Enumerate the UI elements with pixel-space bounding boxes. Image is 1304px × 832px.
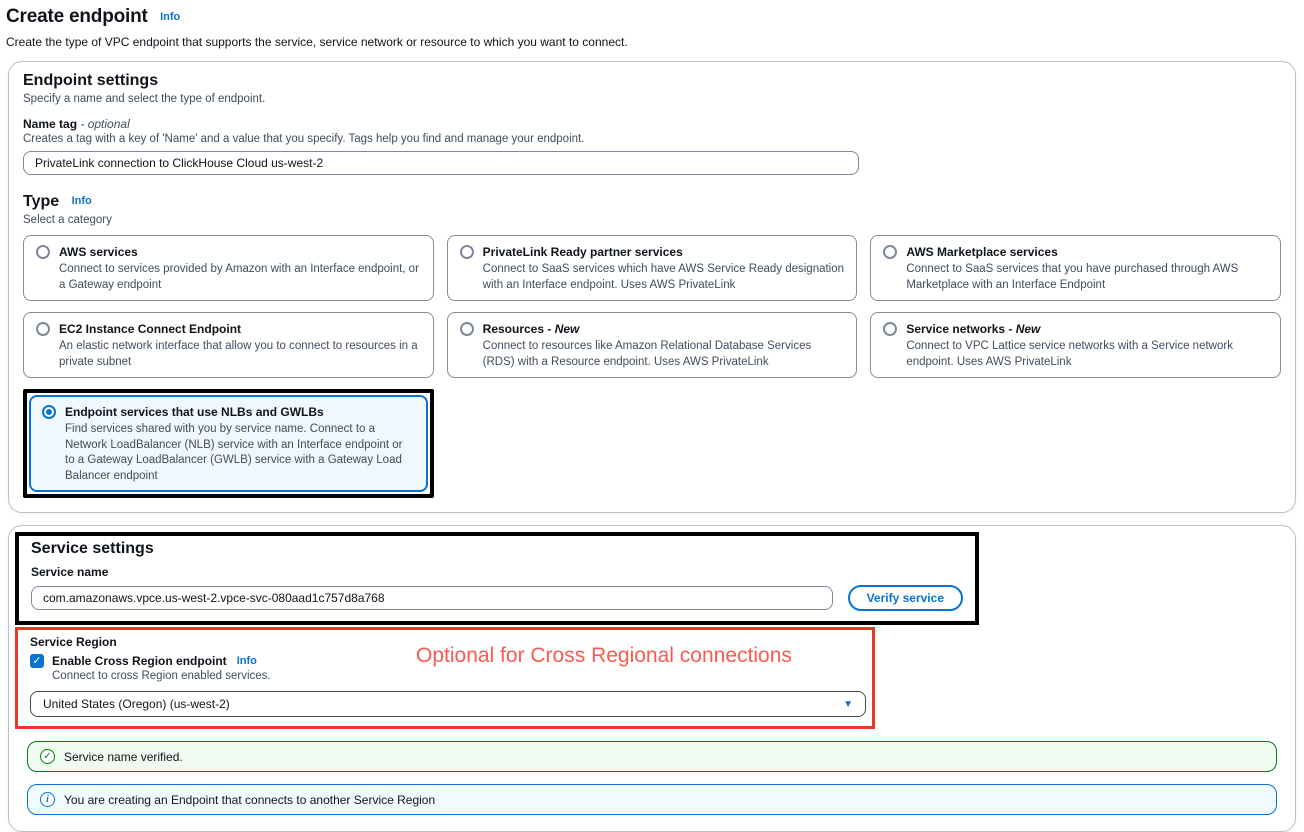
success-check-icon: ✓	[40, 749, 55, 765]
endpoint-settings-panel: Endpoint settings Specify a name and sel…	[8, 61, 1296, 514]
type-option-privatelink-partner[interactable]: PrivateLink Ready partner services Conne…	[446, 235, 858, 302]
cross-region-annotation-note: Optional for Cross Regional connections	[416, 644, 792, 668]
page-title: Create endpoint	[6, 6, 148, 27]
region-select-value: United States (Oregon) (us-west-2)	[43, 697, 230, 712]
service-verified-banner: ✓ Service name verified.	[27, 741, 1277, 773]
name-tag-input[interactable]	[23, 151, 859, 175]
option-title: Endpoint services that use NLBs and GWLB…	[65, 405, 324, 420]
service-settings-heading: Service settings	[31, 540, 154, 558]
type-option-service-networks[interactable]: Service networks - New Connect to VPC La…	[870, 312, 1281, 379]
option-title: AWS Marketplace services	[906, 245, 1058, 259]
option-description: Connect to VPC Lattice service networks …	[906, 340, 1233, 368]
radio-icon[interactable]	[459, 245, 474, 259]
service-settings-panel: Service settings Service name Verify ser…	[8, 525, 1296, 832]
option-title: PrivateLink Ready partner services	[482, 245, 683, 259]
new-badge: - New	[1005, 322, 1041, 337]
service-region-label: Service Region	[30, 635, 117, 650]
selected-option-annotation-box: Endpoint services that use NLBs and GWLB…	[23, 389, 434, 499]
type-option-aws-services[interactable]: AWS services Connect to services provide…	[23, 235, 434, 302]
type-option-endpoint-services-nlb-gwlb[interactable]: Endpoint services that use NLBs and GWLB…	[29, 395, 428, 493]
cross-region-info-link[interactable]: Info	[236, 655, 257, 668]
page-info-link[interactable]: Info	[160, 11, 181, 23]
endpoint-settings-heading: Endpoint settings	[23, 72, 159, 89]
cross-region-description: Connect to cross Region enabled services…	[52, 670, 271, 683]
service-verified-message: Service name verified.	[64, 749, 183, 764]
page-header: Create endpoint Info Create the type of …	[0, 0, 1304, 49]
type-option-resources[interactable]: Resources - New Connect to resources lik…	[446, 312, 858, 379]
type-options-grid: AWS services Connect to services provide…	[23, 235, 1281, 499]
name-tag-optional: - optional	[77, 117, 130, 131]
radio-icon[interactable]	[36, 322, 50, 337]
option-description: An elastic network interface that allow …	[59, 340, 418, 368]
radio-icon[interactable]	[459, 322, 474, 337]
service-name-label: Service name	[31, 565, 109, 580]
type-subheading: Select a category	[23, 214, 112, 226]
cross-region-checkbox[interactable]: ✓	[30, 654, 44, 669]
page-description: Create the type of VPC endpoint that sup…	[6, 35, 628, 49]
type-info-link[interactable]: Info	[71, 195, 92, 207]
option-description: Connect to resources like Amazon Relatio…	[482, 340, 812, 368]
radio-checked-icon[interactable]	[42, 405, 56, 420]
option-description: Connect to SaaS services which have AWS …	[482, 263, 845, 291]
service-region-annotation-box: Service Region ✓ Enable Cross Region end…	[15, 627, 875, 730]
name-tag-label: Name tag - optional	[23, 117, 130, 131]
option-title: AWS services	[59, 245, 138, 259]
option-title: Service networks - New	[906, 322, 1041, 337]
option-description: Connect to services provided by Amazon w…	[59, 263, 419, 291]
type-option-ec2-instance-connect[interactable]: EC2 Instance Connect Endpoint An elastic…	[23, 312, 434, 379]
radio-icon[interactable]	[883, 245, 898, 259]
cross-region-info-message: You are creating an Endpoint that connec…	[64, 792, 436, 807]
cross-region-checkbox-label: Enable Cross Region endpoint	[52, 654, 227, 669]
service-name-input[interactable]	[31, 586, 833, 611]
radio-icon[interactable]	[883, 322, 898, 337]
option-description: Connect to SaaS services that you have p…	[906, 263, 1239, 291]
option-description: Find services shared with you by service…	[65, 423, 403, 482]
option-title: EC2 Instance Connect Endpoint	[59, 322, 242, 337]
verify-service-button[interactable]: Verify service	[847, 585, 963, 612]
type-heading: Type Info	[23, 193, 92, 210]
service-settings-annotation-box: Service settings Service name Verify ser…	[15, 532, 979, 626]
cross-region-info-banner: i You are creating an Endpoint that conn…	[27, 784, 1277, 816]
chevron-down-icon: ▼	[843, 698, 853, 710]
type-option-marketplace[interactable]: AWS Marketplace services Connect to SaaS…	[870, 235, 1281, 302]
option-title: Resources - New	[482, 322, 580, 337]
endpoint-settings-subheading: Specify a name and select the type of en…	[23, 93, 266, 105]
name-tag-description: Creates a tag with a key of 'Name' and a…	[23, 133, 585, 145]
info-circle-icon: i	[40, 792, 55, 808]
radio-icon[interactable]	[36, 245, 50, 259]
new-badge: - New	[544, 322, 580, 337]
region-select[interactable]: United States (Oregon) (us-west-2) ▼	[30, 691, 866, 718]
